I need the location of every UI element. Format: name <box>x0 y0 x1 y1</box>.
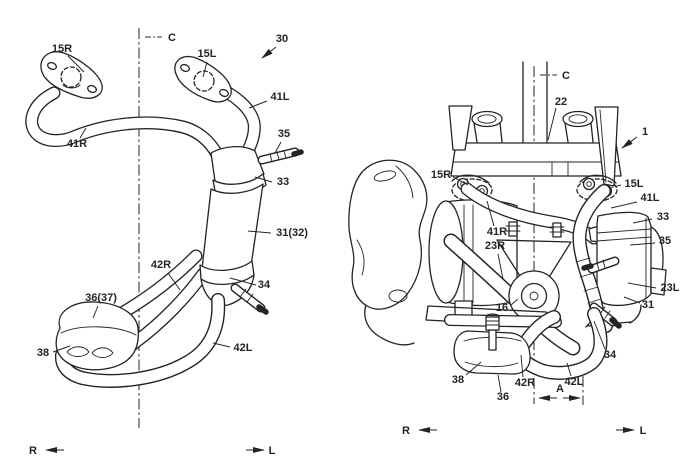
reference-labels-exhaust: 15R C 30 15L 41L 41R 35 33 31(32) 42R 34 36(37) 38 42… <box>37 32 308 359</box>
leader-line-15L <box>202 61 208 78</box>
leader-line-42L <box>212 342 231 348</box>
engine-side-cover-shape <box>348 159 428 310</box>
sensor-boss-shape <box>485 313 500 351</box>
ref-label-C: C <box>562 70 570 82</box>
ref-label-C: C <box>168 32 176 44</box>
ref-label-33: 33 <box>657 211 669 223</box>
catalytic-converter-front-shape <box>596 211 652 306</box>
ref-label-34: 34 <box>258 279 271 291</box>
flange-15L-shape <box>174 55 232 103</box>
ref-label-15L: 15L <box>625 178 644 190</box>
ref-label-15R: 15R <box>52 43 72 55</box>
ref-label-36: 36 <box>497 391 509 403</box>
leader-line-41L <box>248 100 268 109</box>
leader-line-42L <box>566 362 572 377</box>
mount-bolt-icon <box>549 222 565 238</box>
leader-line-22 <box>547 107 557 141</box>
leader-line-31(32) <box>247 230 272 234</box>
flange-15R-shape <box>40 51 103 99</box>
ref-label-15L: 15L <box>198 48 217 60</box>
leader-line-1 <box>621 136 638 149</box>
ref-label-31: 31 <box>642 299 654 311</box>
ref-label-31(32): 31(32) <box>276 227 308 239</box>
leader-line-35 <box>629 242 656 246</box>
muffler-front-shape <box>453 330 531 375</box>
leader-line-38 <box>465 361 482 376</box>
leader-line-33 <box>632 218 653 224</box>
leader-line-34 <box>229 277 257 286</box>
leader-line-15R <box>452 176 469 186</box>
direction-left-label: L <box>640 425 647 437</box>
ref-label-42L: 42L <box>234 342 253 354</box>
catalytic-converter-shape <box>201 183 264 276</box>
ref-label-42R: 42R <box>515 377 535 389</box>
mount-bolt-icon <box>505 221 521 237</box>
ref-label-41L: 41L <box>641 192 660 204</box>
ref-label-16: 16 <box>496 302 508 314</box>
ref-label-41L: 41L <box>271 91 290 103</box>
leader-line-33 <box>254 176 273 183</box>
leader-line-41R <box>79 127 87 139</box>
ref-label-22: 22 <box>555 96 567 108</box>
direction-left-label: L <box>269 445 276 457</box>
leader-line-35 <box>274 141 282 154</box>
ref-label-15R: 15R <box>431 169 451 181</box>
leader-line-23R <box>497 253 504 280</box>
ref-label-23R: 23R <box>485 240 505 252</box>
ref-label-41R: 41R <box>67 138 87 150</box>
dimension-label: A <box>556 383 564 395</box>
leader-line-38 <box>52 345 71 353</box>
ref-label-42L: 42L <box>565 376 584 388</box>
ref-label-30: 30 <box>276 33 288 45</box>
direction-right-label: R <box>29 445 37 457</box>
leader-line-15L <box>608 184 622 189</box>
reference-labels-engine: C 22 1 15R 15L 41L 33 35 41R 23R 16 23L 31 34 38 42R 42L… <box>431 70 680 403</box>
leader-line-23L <box>627 282 657 289</box>
oxygen-sensor-35-shape <box>581 260 615 270</box>
leader-line-41R <box>486 200 495 227</box>
oxygen-sensor-35-shape <box>262 151 304 162</box>
intake-funnel-right-shape <box>562 110 594 143</box>
ref-label-33: 33 <box>277 176 289 188</box>
ref-label-23L: 23L <box>661 282 680 294</box>
ref-label-42R: 42R <box>151 259 171 271</box>
leader-line-30 <box>261 46 277 59</box>
leader-line-41L <box>610 201 638 209</box>
leader-line-42R <box>520 354 524 378</box>
ref-label-35: 35 <box>659 235 671 247</box>
ref-label-34: 34 <box>604 349 617 361</box>
frame-tube-22-shape <box>522 61 548 143</box>
muffler-chamber-shape <box>55 301 139 371</box>
oxygen-sensor-lower-shape <box>235 288 269 315</box>
figure-engine-front-view: A R L C 22 1 15R 15L 41L 33 35 41R 23R 16 23L 31 34 38… <box>348 61 680 437</box>
ref-label-38: 38 <box>452 374 464 386</box>
leader-line-36 <box>497 374 502 393</box>
ref-label-1: 1 <box>642 126 648 138</box>
leader-line-42R <box>167 272 181 291</box>
leader-line-15R <box>67 55 85 73</box>
exhaust-assembly-artwork <box>32 28 304 428</box>
ref-label-41R: 41R <box>487 226 507 238</box>
figure-exhaust-assembly: R L 15R C 30 15L 41L 41R 35 33 31(32) 42R 34 36(37)… <box>29 28 308 457</box>
ref-label-38: 38 <box>37 347 49 359</box>
engine-cylinder-head-shape <box>450 142 622 177</box>
leader-line-34 <box>593 320 606 350</box>
engine-front-artwork: A <box>348 61 667 405</box>
ref-label-36(37): 36(37) <box>85 292 117 304</box>
intake-funnel-left-shape <box>471 110 503 143</box>
leader-line-36(37) <box>92 305 99 319</box>
leader-line-31 <box>623 296 641 304</box>
leader-line-16 <box>510 298 519 306</box>
direction-right-label: R <box>402 425 410 437</box>
ref-label-35: 35 <box>278 128 290 140</box>
